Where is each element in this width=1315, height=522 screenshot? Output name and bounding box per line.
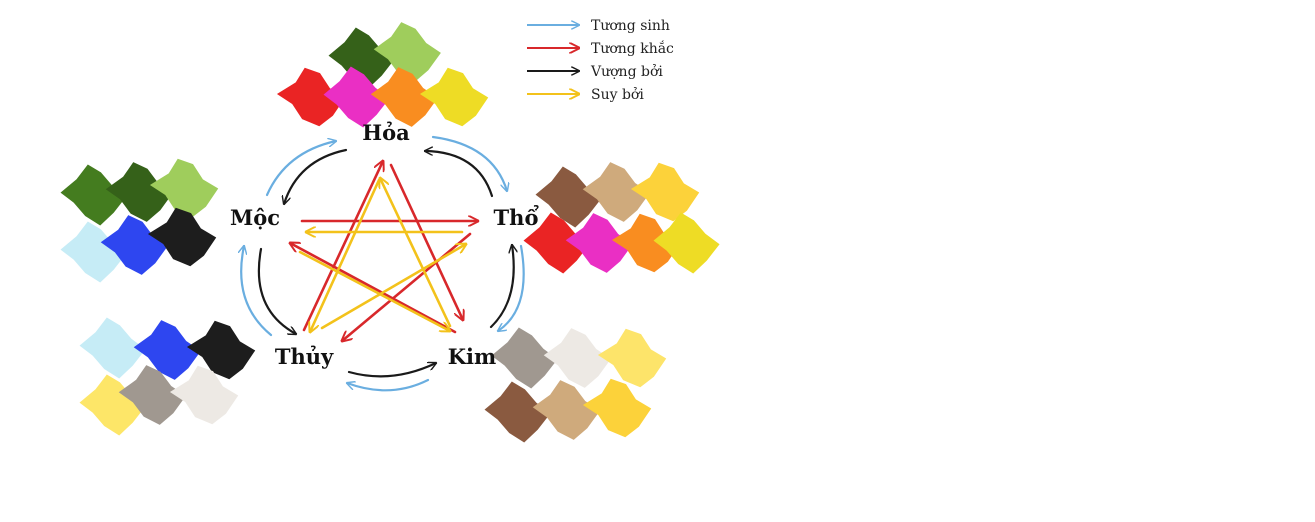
vuong-arrow-thuy-kim	[347, 363, 436, 378]
sinh-arrow-thuy-moc	[241, 246, 273, 337]
hoa-label: Hỏa	[362, 120, 410, 145]
legend-item-tuong-khac: Tương khắc	[527, 39, 674, 57]
legend-label-tuong-sinh: Tương sinh	[591, 18, 670, 34]
kim-label: Kim	[448, 344, 496, 369]
legend-item-vuong-boi: Vượng bởi	[527, 63, 663, 80]
hoa-swatch-4	[323, 66, 390, 128]
kim-swatch-3	[597, 328, 667, 388]
thuy-label: Thủy	[275, 344, 334, 369]
kim-swatch-6	[582, 378, 652, 438]
legend: Tương sinh Tương khắc Vượng bởi Suy bởi	[527, 18, 674, 103]
moc-label: Mộc	[230, 205, 280, 230]
kim-swatch-2	[543, 328, 611, 388]
tho-swatch-6	[611, 213, 681, 273]
moc-color-swatches	[60, 158, 219, 283]
hoa-swatch-5	[370, 67, 438, 127]
tho-swatch-1	[535, 166, 602, 228]
suy-arrow-kim-hoa	[380, 178, 452, 328]
tho-swatch-7	[653, 212, 720, 274]
tho-label: Thổ	[494, 205, 540, 230]
tho-color-swatches	[523, 162, 720, 274]
kim-swatch-4	[484, 381, 551, 443]
khac-arrow-thuy-hoa	[302, 161, 383, 332]
moc-swatch-6	[147, 207, 217, 267]
kim-swatch-5	[532, 380, 600, 440]
moc-swatch-2	[105, 162, 173, 222]
moc-swatch-1	[60, 164, 127, 226]
kim-color-swatches	[484, 327, 667, 443]
suy-arrow-moc-kim	[298, 250, 450, 331]
tuong-sinh-arrows	[241, 135, 525, 392]
hoa-color-swatches	[276, 22, 489, 128]
suy-arrow-hoa-thuy	[310, 178, 381, 332]
sinh-arrow-tho-kim	[498, 244, 525, 331]
khac-arrow-hoa-kim	[389, 163, 463, 320]
sinh-arrow-hoa-tho	[431, 135, 507, 191]
tuong-khac-arrows	[290, 161, 480, 341]
tho-swatch-5	[565, 213, 633, 273]
thuy-swatch-4	[79, 374, 146, 436]
moc-swatch-5	[100, 215, 168, 275]
khac-arrow-kim-moc	[290, 243, 457, 334]
thuy-swatch-6	[169, 365, 239, 425]
tho-swatch-2	[582, 162, 650, 222]
moc-swatch-4	[60, 221, 127, 283]
tho-swatch-3	[630, 162, 700, 222]
hoa-swatch-6	[419, 67, 489, 127]
hoa-swatch-3	[276, 67, 346, 127]
thuy-color-swatches	[79, 317, 256, 436]
thuy-swatch-2	[133, 320, 201, 380]
vuong-boi-arrows	[257, 148, 514, 378]
legend-item-suy-boi: Suy bởi	[527, 86, 644, 103]
suy-boi-arrows	[298, 178, 466, 332]
vuong-arrow-tho-hoa	[423, 151, 494, 198]
vuong-arrow-hoa-moc	[284, 148, 348, 204]
moc-swatch-3	[149, 158, 219, 218]
legend-label-vuong-boi: Vượng bởi	[590, 63, 663, 80]
sinh-arrow-kim-thuy	[347, 378, 430, 392]
tho-swatch-4	[523, 212, 590, 274]
legend-item-tuong-sinh: Tương sinh	[527, 18, 670, 34]
sinh-arrow-moc-hoa	[265, 141, 336, 197]
legend-label-suy-boi: Suy bởi	[591, 86, 644, 103]
suy-arrow-thuy-tho	[320, 244, 466, 330]
hoa-swatch-2	[373, 22, 441, 82]
vuong-arrow-kim-tho	[489, 245, 514, 329]
vuong-arrow-moc-thuy	[257, 247, 296, 334]
thuy-swatch-1	[79, 317, 146, 379]
legend-label-tuong-khac: Tương khắc	[591, 39, 674, 57]
khac-arrow-tho-thuy	[342, 232, 472, 341]
kim-swatch-1	[491, 327, 558, 389]
thuy-swatch-3	[186, 320, 256, 380]
hoa-swatch-1	[328, 27, 395, 89]
thuy-swatch-5	[118, 365, 186, 425]
